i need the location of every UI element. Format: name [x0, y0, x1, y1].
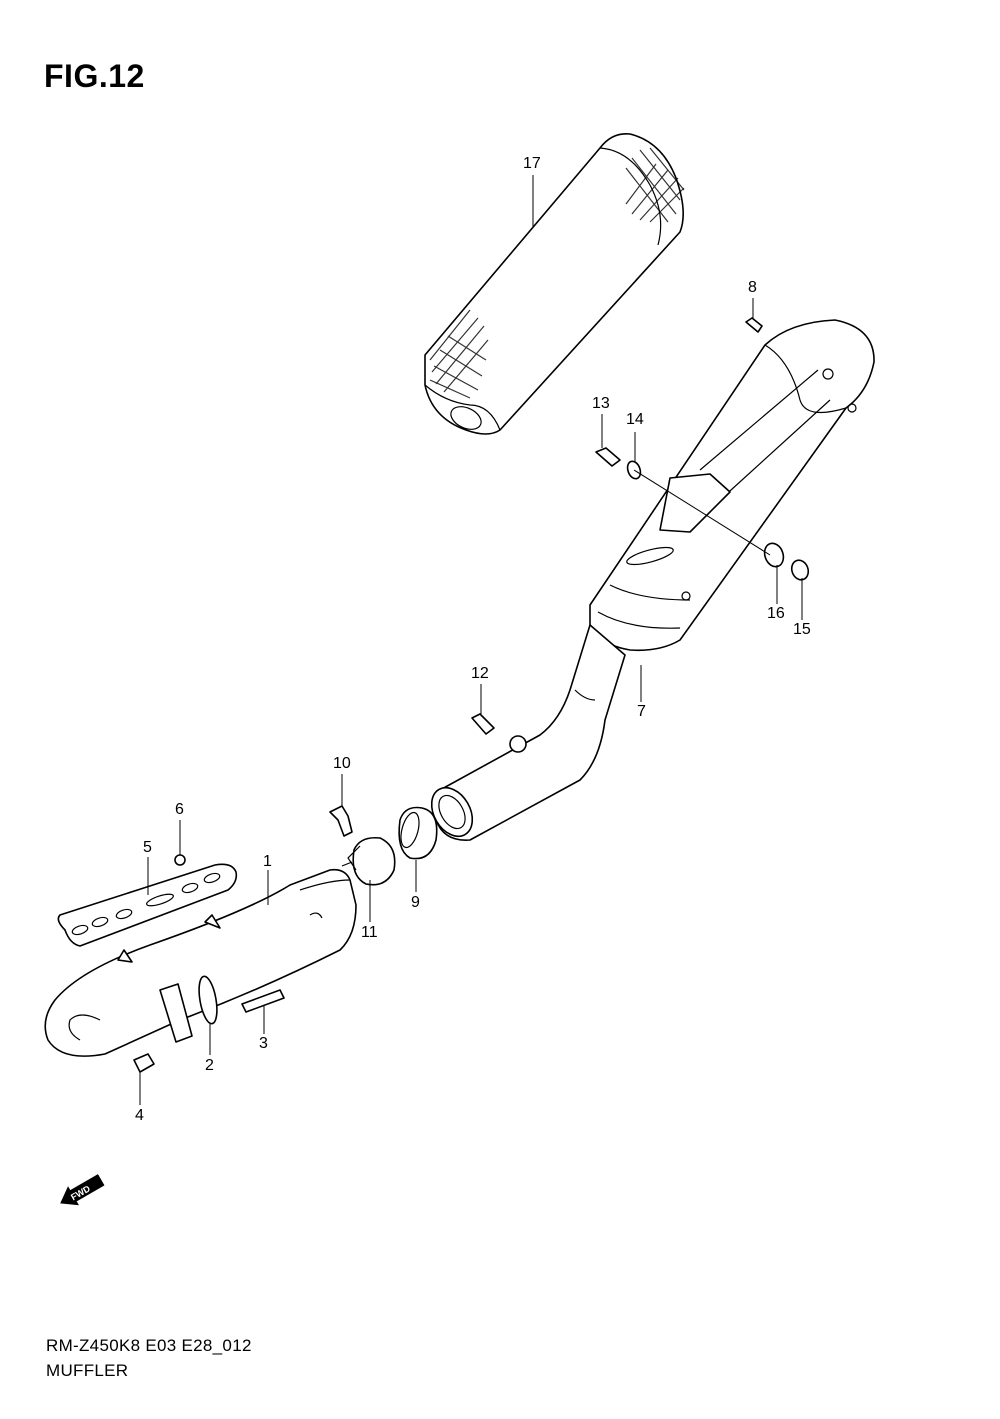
part-5-heat-shield[interactable] [57, 863, 238, 947]
callout-15: 15 [793, 621, 811, 638]
part-7-muffler[interactable] [423, 319, 875, 844]
callout-2: 2 [205, 1057, 214, 1074]
fwd-arrow-icon: FWD [60, 1174, 105, 1206]
part-2-gasket[interactable] [196, 975, 220, 1025]
callout-6: 6 [175, 801, 184, 818]
part-10-bolt[interactable] [329, 805, 353, 837]
part-1-exhaust-pipe[interactable] [44, 868, 357, 1057]
part-4-nut[interactable] [133, 1053, 155, 1073]
callout-14: 14 [626, 411, 644, 428]
callout-17: 17 [523, 155, 541, 172]
callout-1: 1 [263, 853, 272, 870]
callout-9: 9 [411, 894, 420, 911]
callout-10: 10 [333, 755, 351, 772]
part-16-grommet[interactable] [761, 541, 786, 570]
model-code: RM-Z450K8 E03 E28_012 [46, 1336, 252, 1355]
part-3-stud[interactable] [241, 989, 285, 1013]
part-11-clamp[interactable] [341, 836, 396, 886]
callout-3: 3 [259, 1035, 268, 1052]
callout-4: 4 [135, 1107, 144, 1124]
callout-8: 8 [748, 279, 757, 296]
part-8-bolt[interactable] [745, 317, 763, 333]
part-15-collar[interactable] [789, 558, 811, 582]
callout-12: 12 [471, 665, 489, 682]
callout-11: 11 [361, 924, 378, 941]
section-name: MUFFLER [46, 1361, 129, 1380]
callout-7: 7 [637, 703, 646, 720]
callout-13: 13 [592, 395, 610, 412]
part-9-gasket[interactable] [398, 806, 438, 860]
exhaust-flange [159, 983, 193, 1043]
part-13-bolt[interactable] [595, 447, 621, 467]
leader-lines [139, 175, 803, 1105]
part-17-muffler-protector[interactable] [424, 132, 685, 435]
callout-16: 16 [767, 605, 785, 622]
callout-labels: 17 8 13 14 16 15 7 12 10 6 5 1 11 9 2 3 … [135, 155, 811, 1124]
part-12-bolt[interactable] [471, 713, 495, 735]
figure-title: FIG.12 [44, 58, 145, 94]
callout-5: 5 [143, 839, 152, 856]
part-6-screw[interactable] [174, 854, 186, 866]
